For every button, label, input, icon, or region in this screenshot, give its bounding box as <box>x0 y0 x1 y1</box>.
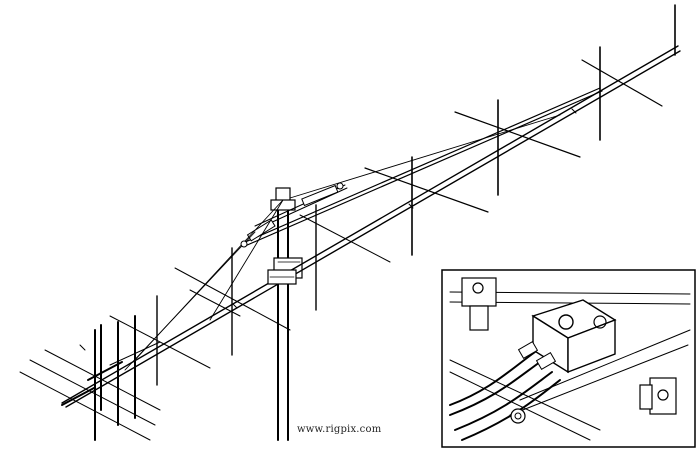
element-set-1 <box>19 315 161 441</box>
connector <box>510 408 526 424</box>
element-set-4 <box>299 204 391 311</box>
boom <box>61 45 681 408</box>
support-truss <box>124 87 603 371</box>
element-set-3 <box>174 247 291 356</box>
left-bracket <box>461 277 497 331</box>
boom-clamp <box>267 269 297 285</box>
detail-inset <box>441 269 696 448</box>
right-bracket <box>639 377 677 415</box>
element-set-7 <box>581 4 676 141</box>
mast <box>270 187 303 441</box>
splitter-block <box>531 299 617 374</box>
element-set-5 <box>364 156 489 256</box>
watermark-text: www.rigpix.com <box>297 424 382 435</box>
element-set-6 <box>454 99 581 196</box>
